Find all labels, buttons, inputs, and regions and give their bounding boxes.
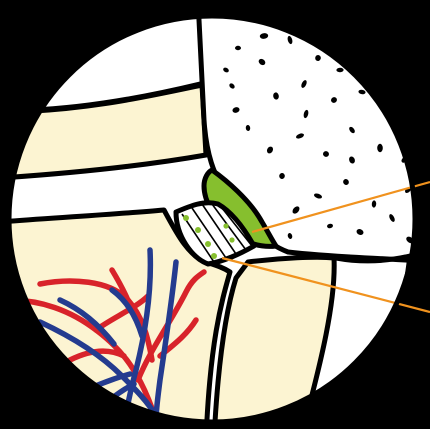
speckle-dot: [235, 46, 241, 50]
